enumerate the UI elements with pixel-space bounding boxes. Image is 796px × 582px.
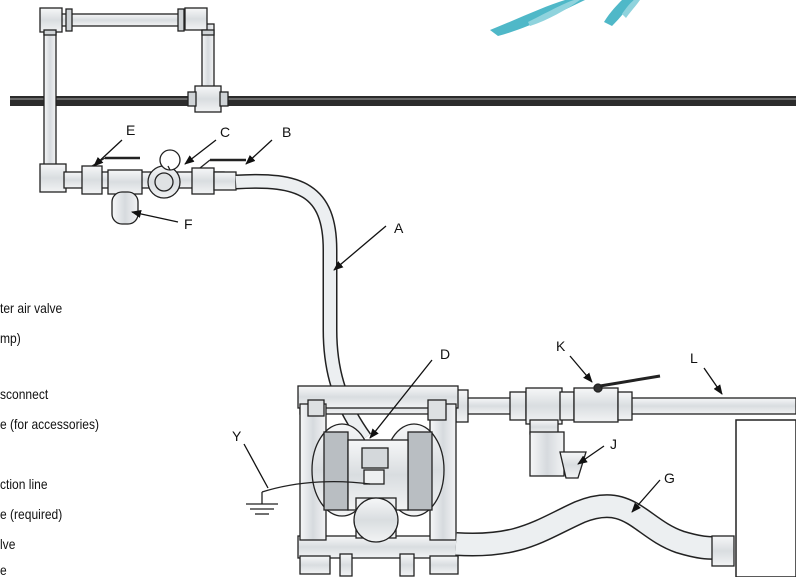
legend-item: sconnect — [0, 386, 49, 402]
arrow-g — [631, 479, 661, 513]
callout-g: G — [664, 470, 675, 486]
arrow-k — [569, 355, 593, 383]
arrow-b — [245, 139, 273, 165]
callout-d: D — [440, 346, 451, 362]
callout-arrows — [93, 139, 723, 513]
air-supply-loop — [39, 7, 229, 175]
legend-item: ter air valve — [0, 300, 63, 316]
arrow-f — [131, 210, 179, 223]
suction-hose — [455, 494, 735, 567]
legend-item: ction line — [0, 476, 48, 492]
arrow-y — [243, 443, 269, 489]
arrow-d — [369, 359, 433, 439]
diaphragm-pump — [297, 385, 459, 577]
filter-regulator-assembly — [39, 149, 246, 225]
legend-item: e — [0, 562, 7, 578]
arrow-a — [333, 225, 387, 271]
callout-j: J — [610, 436, 617, 452]
arrow-c — [184, 139, 217, 165]
callout-y: Y — [232, 428, 242, 444]
legend-item: e (required) — [0, 506, 63, 522]
arrow-l — [703, 367, 723, 395]
legend-item: lve — [0, 536, 16, 552]
callout-b: B — [282, 124, 292, 140]
callout-k: K — [556, 338, 566, 354]
callout-a: A — [394, 220, 404, 236]
callout-f: F — [184, 216, 193, 232]
main-air-line — [10, 96, 796, 106]
callout-l: L — [690, 350, 698, 366]
callout-e: E — [126, 122, 136, 138]
legend-item: e (for accessories) — [0, 416, 100, 432]
splash-graphic — [490, 0, 640, 36]
callout-c: C — [220, 124, 231, 140]
fluid-tank — [735, 419, 796, 578]
arrow-e — [93, 139, 123, 167]
ground-symbol — [246, 480, 371, 515]
arrow-j — [577, 445, 605, 465]
legend-item: mp) — [0, 330, 21, 346]
